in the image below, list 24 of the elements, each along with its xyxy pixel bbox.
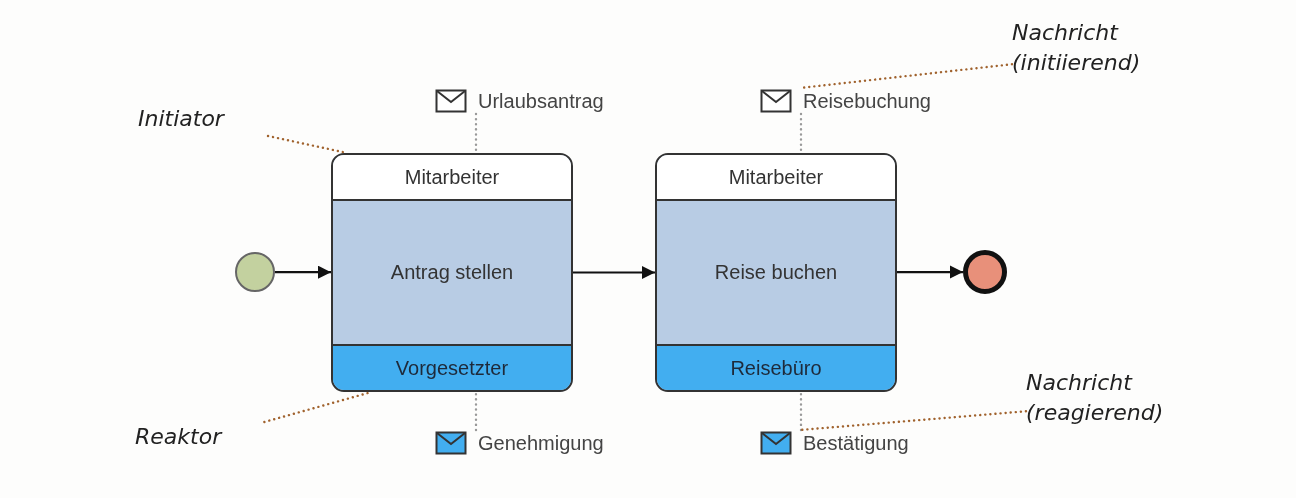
end-event-circle: [963, 250, 1007, 294]
message-label: Genehmigung: [478, 431, 604, 455]
message-connector: [474, 390, 478, 432]
start-event-circle: [235, 252, 275, 292]
annotation-text: Reaktor: [135, 422, 265, 458]
participant-band: Mitarbeiter: [657, 155, 895, 201]
sequence-flow-arrow: [275, 265, 331, 279]
participant-band: Reisebüro: [657, 344, 895, 390]
annotation-text: Initiator: [138, 104, 268, 140]
annotation-text: Nachricht (reagierend): [1026, 368, 1226, 438]
choreography-task-box: [655, 153, 897, 392]
annotation-text: Nachricht (initiierend): [1012, 18, 1212, 88]
message-connector: [799, 390, 803, 432]
message-label: Bestätigung: [803, 431, 909, 455]
participant-band: Vorgesetzter: [333, 344, 571, 390]
task-label: Antrag stellen: [390, 261, 514, 284]
participant-band: Mitarbeiter: [333, 155, 571, 201]
task-label: Reise buchen: [714, 261, 838, 284]
sequence-flow-arrow: [897, 265, 963, 279]
sequence-flow-arrow: [573, 265, 655, 280]
message-label: Reisebuchung: [803, 89, 931, 113]
message-label: Urlaubsantrag: [478, 89, 604, 113]
leader-line: [798, 410, 1028, 432]
choreography-task-box: [331, 153, 573, 392]
